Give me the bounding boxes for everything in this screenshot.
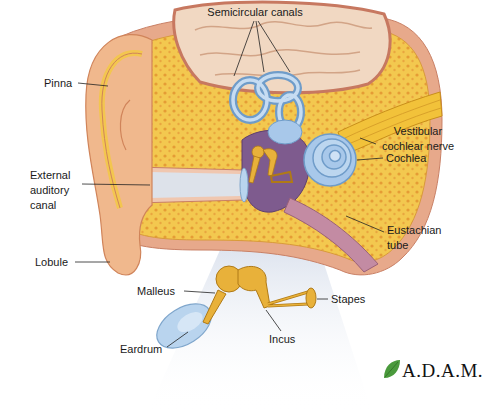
cochlea-turn — [304, 134, 356, 186]
stapes-small — [271, 172, 292, 182]
leader-line — [75, 262, 110, 263]
leader-line — [360, 138, 376, 144]
part-label: Semicircular canals — [190, 5, 320, 20]
leader-line — [82, 184, 150, 185]
antihelix-fold — [120, 100, 130, 150]
part-label: Cochlea — [386, 151, 446, 166]
ossicles — [203, 266, 316, 324]
part-label: Vestibular cochlear nerve — [378, 124, 458, 154]
leader-line — [184, 291, 215, 293]
part-label: Eustachian tube — [387, 223, 451, 253]
part-label: Lobule — [35, 255, 80, 270]
brain-folds — [195, 22, 372, 76]
stapes-footplate — [306, 288, 316, 308]
leader-line — [167, 332, 188, 347]
logo-leaf — [384, 360, 400, 378]
vestibule — [268, 120, 302, 144]
eustachian-tube — [284, 198, 378, 272]
part-label: Malleus — [137, 284, 187, 299]
cochlea-turn — [313, 139, 351, 177]
canal-loop-inner — [233, 80, 267, 120]
leader-lines — [75, 21, 384, 347]
logo-leaf-vein — [385, 362, 398, 377]
ossicles-small — [249, 146, 292, 183]
leader-line — [357, 158, 383, 160]
malleus-handle — [203, 290, 226, 324]
pinna — [86, 35, 152, 275]
malleus-handle-small — [249, 156, 260, 183]
nerve-fibres — [345, 100, 441, 145]
part-label: Eardrum — [120, 342, 175, 357]
stapes-arch — [268, 292, 308, 306]
leader-line — [266, 310, 281, 331]
stapes-arch — [268, 292, 308, 306]
incus — [238, 266, 270, 308]
incus-small — [263, 149, 277, 176]
eardrum-small — [240, 168, 248, 202]
cochlea-spiral — [304, 134, 356, 186]
cochlea-turn — [322, 145, 346, 169]
part-label: Stapes — [331, 292, 376, 307]
canal-loop-inner — [258, 75, 298, 101]
leader-line — [78, 83, 108, 86]
leader-line — [317, 299, 328, 300]
part-label: External auditory canal — [30, 168, 80, 213]
part-label: Incus — [269, 332, 309, 347]
eardrum-highlight — [174, 308, 206, 336]
watermark: A.D.A.M. — [402, 360, 494, 382]
leader-line — [234, 21, 254, 76]
leader-line — [258, 21, 290, 72]
cochlea-turn — [330, 151, 341, 162]
part-label: Pinna — [44, 76, 84, 91]
leader-line — [346, 216, 384, 232]
